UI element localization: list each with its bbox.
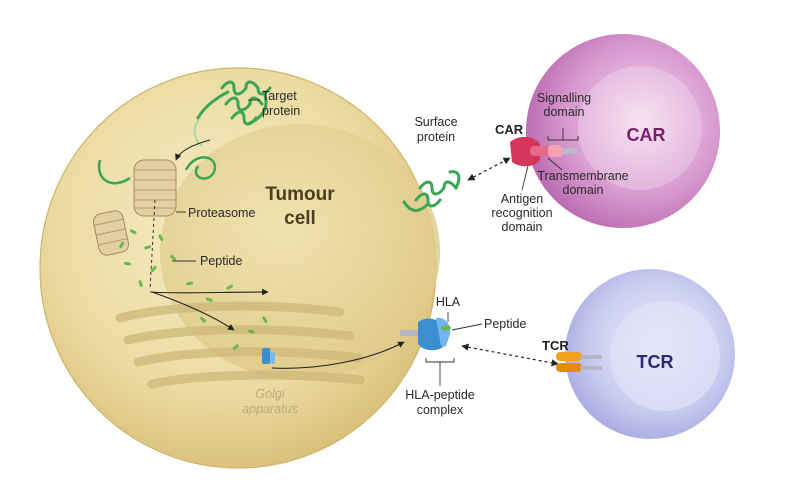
- arrow-peptide-to-nucleus: [149, 288, 269, 296]
- label-antigen-domain-2: recognition: [491, 206, 552, 220]
- hla-peptide-complex: [400, 317, 451, 351]
- tcr-cell-label: TCR: [637, 352, 674, 372]
- tcr-t-cell: TCR: [565, 269, 735, 439]
- label-transmembrane-domain-1: Transmembrane: [537, 169, 628, 183]
- label-hla-peptide-complex-1: HLA-peptide: [405, 388, 475, 402]
- arrow-hla-to-tcr: [461, 343, 559, 367]
- tumour-cell-label-line1: Tumour: [265, 184, 335, 205]
- hla-in-golgi: [262, 348, 275, 364]
- surface-protein: [402, 170, 461, 212]
- target-protein: [196, 80, 272, 126]
- label-target-protein-2: protein: [262, 104, 300, 118]
- label-golgi-1: Golgi: [255, 387, 285, 401]
- arrow-surface-to-car: [467, 157, 511, 181]
- label-tcr-receptor: TCR: [542, 338, 569, 353]
- label-golgi-2: apparatus: [242, 402, 298, 416]
- label-signalling-domain-2: domain: [544, 105, 585, 119]
- label-hla-peptide-complex-2: complex: [417, 403, 464, 417]
- label-transmembrane-domain-2: domain: [563, 183, 604, 197]
- arrow-protein-to-proteasome: [175, 139, 211, 161]
- label-signalling-domain-1: Signalling: [537, 91, 591, 105]
- tumour-cell: [39, 67, 440, 469]
- label-antigen-domain-1: Antigen: [501, 192, 543, 206]
- car-receptor: [510, 136, 578, 167]
- car-cell-label: CAR: [627, 125, 666, 145]
- label-hla: HLA: [436, 295, 461, 309]
- arrow-peptide-to-er: [151, 291, 235, 331]
- tumour-nucleus: [160, 124, 440, 380]
- label-hla-peptide: Peptide: [484, 317, 526, 331]
- car-t-cell: CAR: [526, 34, 720, 228]
- proteasome: [92, 159, 177, 256]
- label-surface-protein-2: protein: [417, 130, 455, 144]
- label-car-receptor: CAR: [495, 122, 524, 137]
- label-peptide: Peptide: [200, 254, 242, 268]
- label-surface-protein-1: Surface: [414, 115, 457, 129]
- peptide-fragments: [119, 229, 268, 350]
- tcr-receptor: [556, 352, 602, 372]
- label-antigen-domain-3: domain: [502, 220, 543, 234]
- arrow-golgi-to-surface: [271, 341, 405, 369]
- label-target-protein-1: Target: [262, 89, 297, 103]
- tumour-cell-label-line2: cell: [284, 208, 316, 229]
- label-proteasome: Proteasome: [188, 206, 255, 220]
